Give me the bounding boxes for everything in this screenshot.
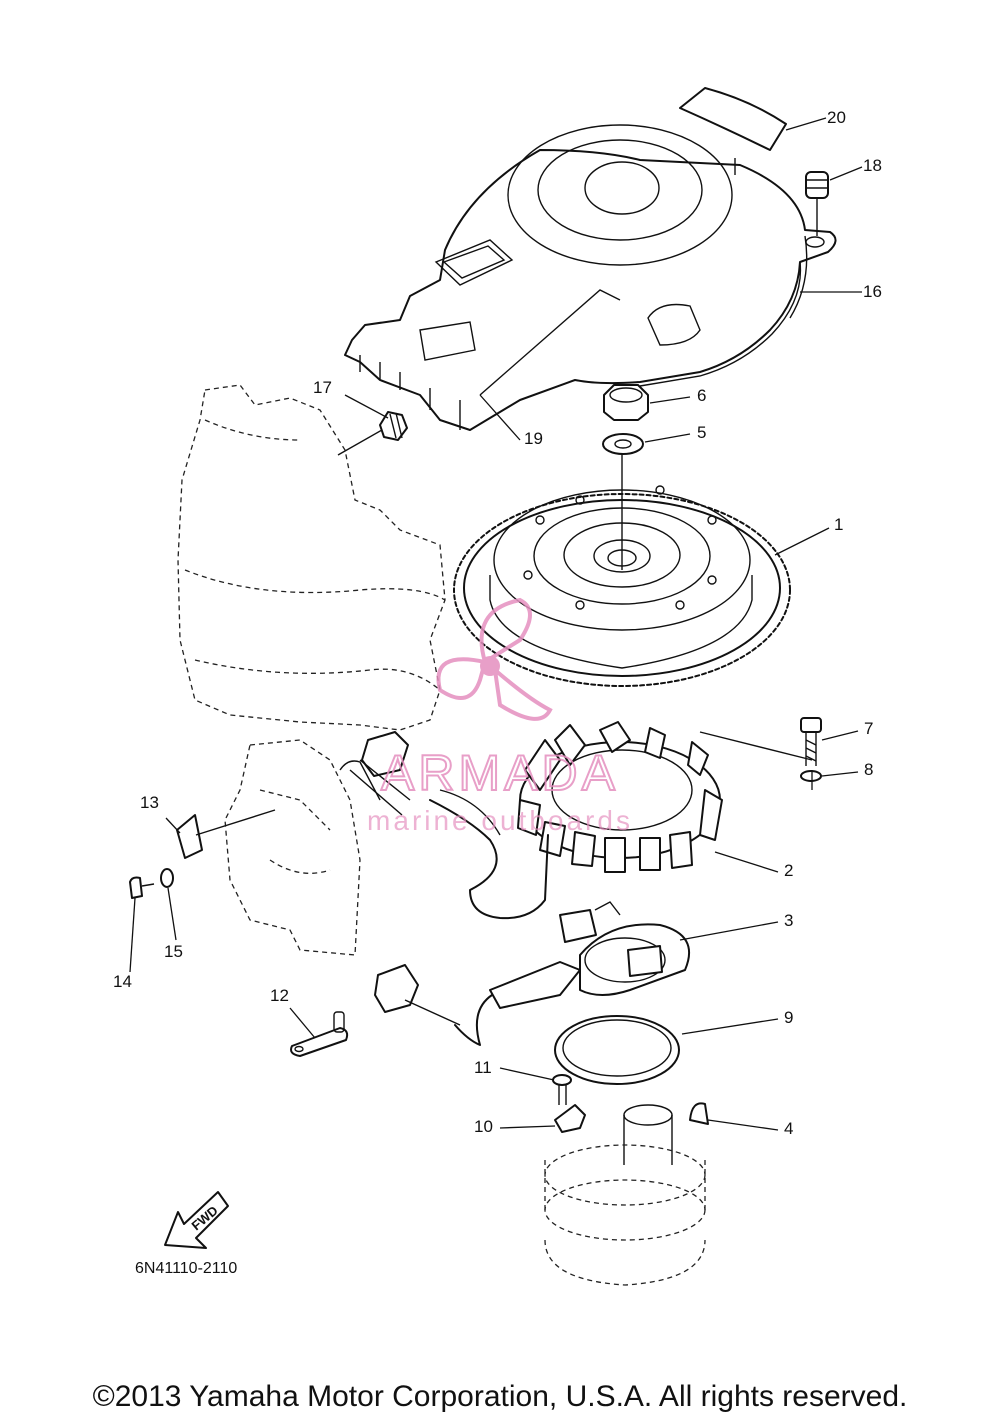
callout-5: 5 (697, 423, 706, 442)
part-13-clip[interactable] (176, 809, 276, 859)
armada-watermark: ARMADA marine outboards (367, 597, 633, 836)
callout-17: 17 (313, 378, 332, 397)
callout-1: 1 (834, 515, 843, 534)
leader-lines (129, 117, 863, 1131)
callout-numbers: 1 2 3 4 5 6 7 8 9 10 11 12 13 14 15 16 1… (113, 108, 882, 1138)
callout-18: 18 (863, 156, 882, 175)
diagram-code: 6N41110-2110 (135, 1260, 237, 1277)
watermark-tagline: marine outboards (367, 805, 633, 836)
part-2-stator[interactable] (517, 721, 813, 873)
part-6-nut[interactable] (603, 384, 649, 421)
callout-2: 2 (784, 861, 793, 880)
part-16-flywheel-cover[interactable] (344, 124, 837, 431)
callout-7: 7 (864, 719, 873, 738)
part-15-washer[interactable] (160, 868, 174, 888)
callout-12: 12 (270, 986, 289, 1005)
part-7-bolt[interactable] (800, 717, 822, 766)
copyright-notice: ©2013 Yamaha Motor Corporation, U.S.A. A… (92, 1380, 908, 1413)
part-20-decal[interactable] (679, 87, 787, 151)
part-10-clamp[interactable] (554, 1104, 586, 1133)
part-17-grommet[interactable] (337, 411, 408, 456)
part-11-screw[interactable] (552, 1074, 572, 1105)
watermark-brand: ARMADA (381, 745, 619, 801)
callout-6: 6 (697, 386, 706, 405)
callout-9: 9 (784, 1008, 793, 1027)
propeller-logo-icon (436, 597, 553, 721)
part-5-washer[interactable] (602, 433, 644, 455)
callout-13: 13 (140, 793, 159, 812)
callout-16: 16 (863, 282, 882, 301)
callout-8: 8 (864, 760, 873, 779)
callout-4: 4 (784, 1119, 793, 1138)
part-18-grommet[interactable] (805, 171, 829, 236)
callout-11: 11 (474, 1058, 492, 1077)
stator-wire-harness[interactable] (339, 731, 549, 920)
fwd-arrow-icon: FWD (164, 1191, 229, 1249)
part-9-ring[interactable] (554, 1015, 680, 1085)
part-14-bolt[interactable] (129, 876, 155, 899)
callout-3: 3 (784, 911, 793, 930)
callout-20: 20 (827, 108, 846, 127)
part-4-key[interactable] (689, 1102, 709, 1125)
part-8-washer[interactable] (800, 770, 822, 782)
callout-15: 15 (164, 942, 183, 961)
part-12-plate[interactable] (290, 1011, 349, 1057)
callout-14: 14 (113, 972, 132, 991)
callout-10: 10 (474, 1117, 493, 1136)
engine-block-outline (177, 384, 446, 956)
callout-19: 19 (524, 429, 543, 448)
crankshaft-housing-outline (544, 1104, 706, 1286)
part-3-pulser-coil[interactable] (374, 901, 690, 1046)
